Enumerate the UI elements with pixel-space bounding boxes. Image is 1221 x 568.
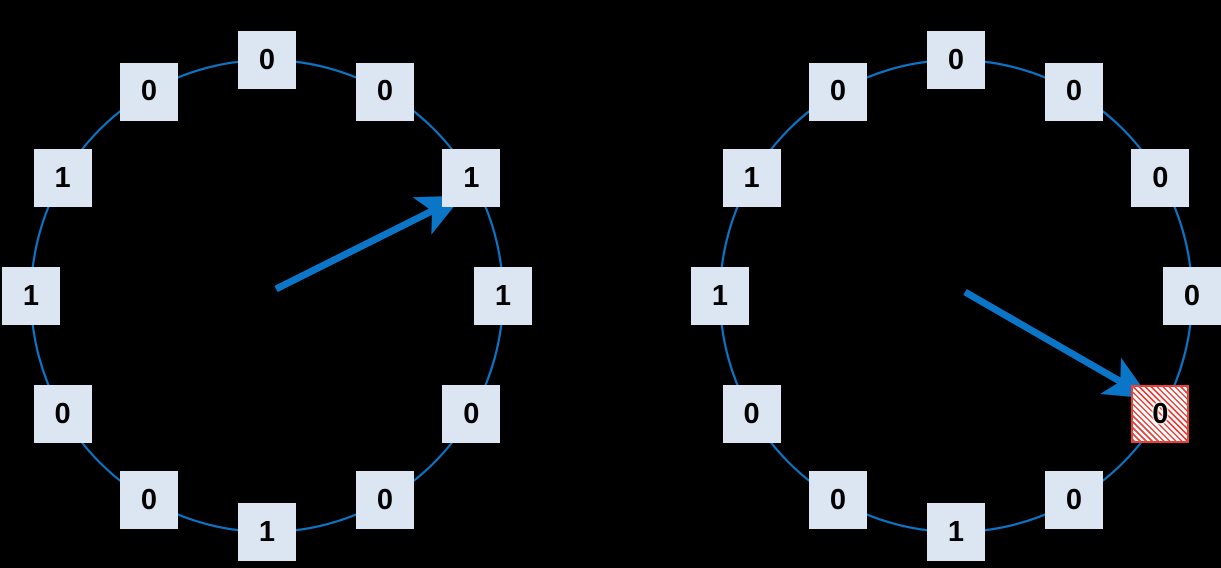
ring-arc-group [29,58,1194,534]
ring-node[interactable]: 1 [33,149,92,207]
ring-node-value: 1 [463,161,480,194]
ring-node-value: 0 [947,43,965,76]
ring-node[interactable]: 1 [2,267,60,325]
ring-node-value: 0 [140,483,158,516]
ring-node-highlighted[interactable]: 0 [1131,385,1190,443]
ring-node-value: 0 [463,397,480,430]
ring-node-value: 0 [1183,279,1201,312]
pointer-arrow [963,288,1151,399]
ring-node[interactable]: 0 [1163,267,1221,325]
ring-node[interactable]: 0 [722,385,781,443]
ring-node-value: 0 [743,397,760,430]
ring-node[interactable]: 0 [442,385,501,443]
ring-node-value: 0 [258,43,276,76]
ring-node[interactable]: 0 [927,31,985,89]
ring-node-value: 0 [376,483,394,516]
ring-node[interactable]: 0 [120,62,178,121]
ring-node[interactable]: 0 [1045,62,1103,121]
ring-node-value: 1 [22,279,40,312]
ring-node[interactable]: 1 [474,267,532,325]
ring-node-value: 0 [1065,483,1083,516]
ring-node-value: 1 [258,515,276,548]
ring-node-value: 0 [376,75,394,108]
ring-node[interactable]: 0 [356,62,414,121]
ring-node-value: 0 [1152,397,1169,430]
ring-node[interactable]: 0 [33,385,92,443]
ring-node-value: 1 [711,279,729,312]
ring-node[interactable]: 0 [356,471,414,530]
ring-node[interactable]: 0 [1131,149,1190,207]
ring-node-value: 1 [54,161,71,194]
pointer-arrow [274,195,463,293]
ring-node[interactable]: 1 [691,267,749,325]
ring-node-value: 0 [829,483,847,516]
ring-node[interactable]: 1 [927,503,985,561]
ring-node-value: 1 [743,161,760,194]
ring-node[interactable]: 0 [120,471,178,530]
ring-node[interactable]: 0 [238,31,296,89]
ring-node[interactable]: 0 [809,471,867,530]
ring-node[interactable]: 1 [442,149,501,207]
ring-node[interactable]: 1 [238,503,296,561]
ring-node-value: 1 [494,279,512,312]
ring-node[interactable]: 1 [722,149,781,207]
ring-node[interactable]: 0 [809,62,867,121]
ring-node-value: 0 [1065,75,1083,108]
pointer-arrow-group [274,195,1151,399]
ring-node-value: 0 [829,75,847,108]
ring-node-value: 0 [140,75,158,108]
ring-node[interactable]: 0 [1045,471,1103,530]
ring-node-value: 0 [54,397,71,430]
ring-node-value: 1 [947,515,965,548]
ring-node-value: 0 [1152,161,1169,194]
